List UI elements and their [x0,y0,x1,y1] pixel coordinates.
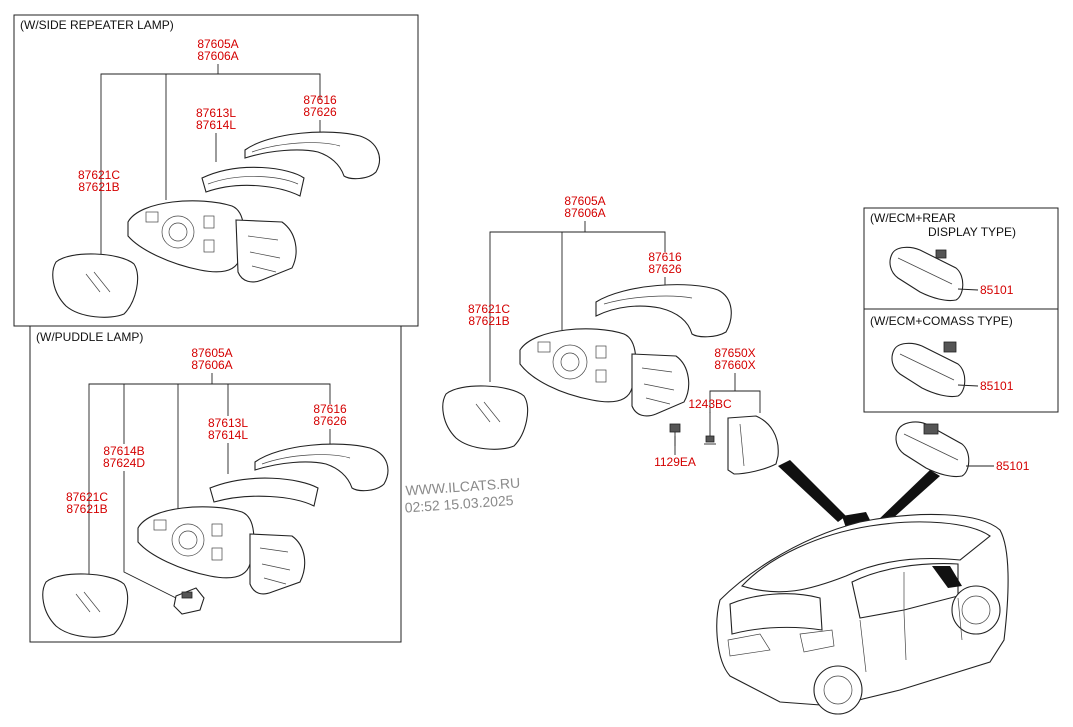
repeater-lamp-drawing [201,166,305,197]
part-label-87626[interactable]: 87626 [648,262,682,276]
inside-mirror-drawing [895,421,970,478]
mirror-housing-drawing [137,506,306,595]
part-label-87616[interactable]: 87616 [313,402,347,416]
leader-line [100,73,321,258]
part-label-87614B[interactable]: 87614B [103,444,144,458]
puddle-lamp-drawing [173,587,205,615]
part-label-87621B[interactable]: 87621B [66,502,107,516]
puddle-title: (W/PUDDLE LAMP) [36,330,143,344]
part-label-87614L[interactable]: 87614L [196,118,236,132]
part-label-87616[interactable]: 87616 [648,250,682,264]
part-label-1129EA[interactable]: 1129EA [654,455,696,469]
mirror-cover-drawing [595,284,732,338]
mirror-housing-drawing [519,328,690,417]
part-label-87621C[interactable]: 87621C [66,490,108,504]
triangle-cover-drawing [727,415,779,475]
part-label-87606A[interactable]: 87606A [564,206,605,220]
inside-mirror-drawing [891,341,966,398]
repeater-lamp-drawing [209,477,319,507]
ecm-comass-title: (W/ECM+COMASS TYPE) [870,314,1013,328]
part-label-87613L[interactable]: 87613L [196,106,236,120]
mirror-housing-drawing [127,200,297,283]
part-label-87605A[interactable]: 87605A [191,346,232,360]
part-label-87650X[interactable]: 87650X [714,346,755,360]
ecm-rear-title-1: (W/ECM+REAR [870,211,956,225]
mirror-glass-drawing [42,573,129,638]
mirror-glass-drawing [442,385,529,450]
puddle-box [29,325,402,643]
part-label-87621C[interactable]: 87621C [468,302,510,316]
part-label-87621B[interactable]: 87621B [78,180,119,194]
mirror-cover-drawing [244,131,380,180]
part-label-85101[interactable]: 85101 [996,459,1030,473]
part-label-87614L[interactable]: 87614L [208,428,248,442]
part-label-87624D[interactable]: 87624D [103,456,145,470]
part-label-87660X[interactable]: 87660X [714,358,755,372]
leader-line [88,383,331,575]
part-label-87605A[interactable]: 87605A [564,194,605,208]
part-label-87626[interactable]: 87626 [303,105,337,119]
part-label-87606A[interactable]: 87606A [197,49,238,63]
part-label-87616[interactable]: 87616 [303,93,337,107]
part-label-87621C[interactable]: 87621C [78,168,120,182]
side-repeater-title: (W/SIDE REPEATER LAMP) [20,18,174,32]
part-label-87605A[interactable]: 87605A [197,37,238,51]
part-label-1243BC[interactable]: 1243BC [688,397,732,411]
part-label-87621B[interactable]: 87621B [468,314,509,328]
watermark: WWW.ILCATS.RU 02:52 15.03.2025 [404,474,521,516]
screw-drawing [669,423,681,446]
part-label-87606A[interactable]: 87606A [191,358,232,372]
car-drawing [716,460,1009,715]
part-label-85101[interactable]: 85101 [980,283,1014,297]
mirror-cover-drawing [254,443,389,492]
part-label-87626[interactable]: 87626 [313,414,347,428]
watermark-line-1: WWW.ILCATS.RU [405,474,521,498]
ecm-box [863,207,1059,413]
inside-mirror-drawing [889,246,964,302]
mirror-glass-drawing [52,253,139,318]
part-label-85101[interactable]: 85101 [980,379,1014,393]
bolt-drawing [704,435,716,445]
ecm-rear-title-2: DISPLAY TYPE) [928,225,1016,239]
part-label-87613L[interactable]: 87613L [208,416,248,430]
watermark-line-2: 02:52 15.03.2025 [404,492,514,516]
leader-line [489,231,666,382]
